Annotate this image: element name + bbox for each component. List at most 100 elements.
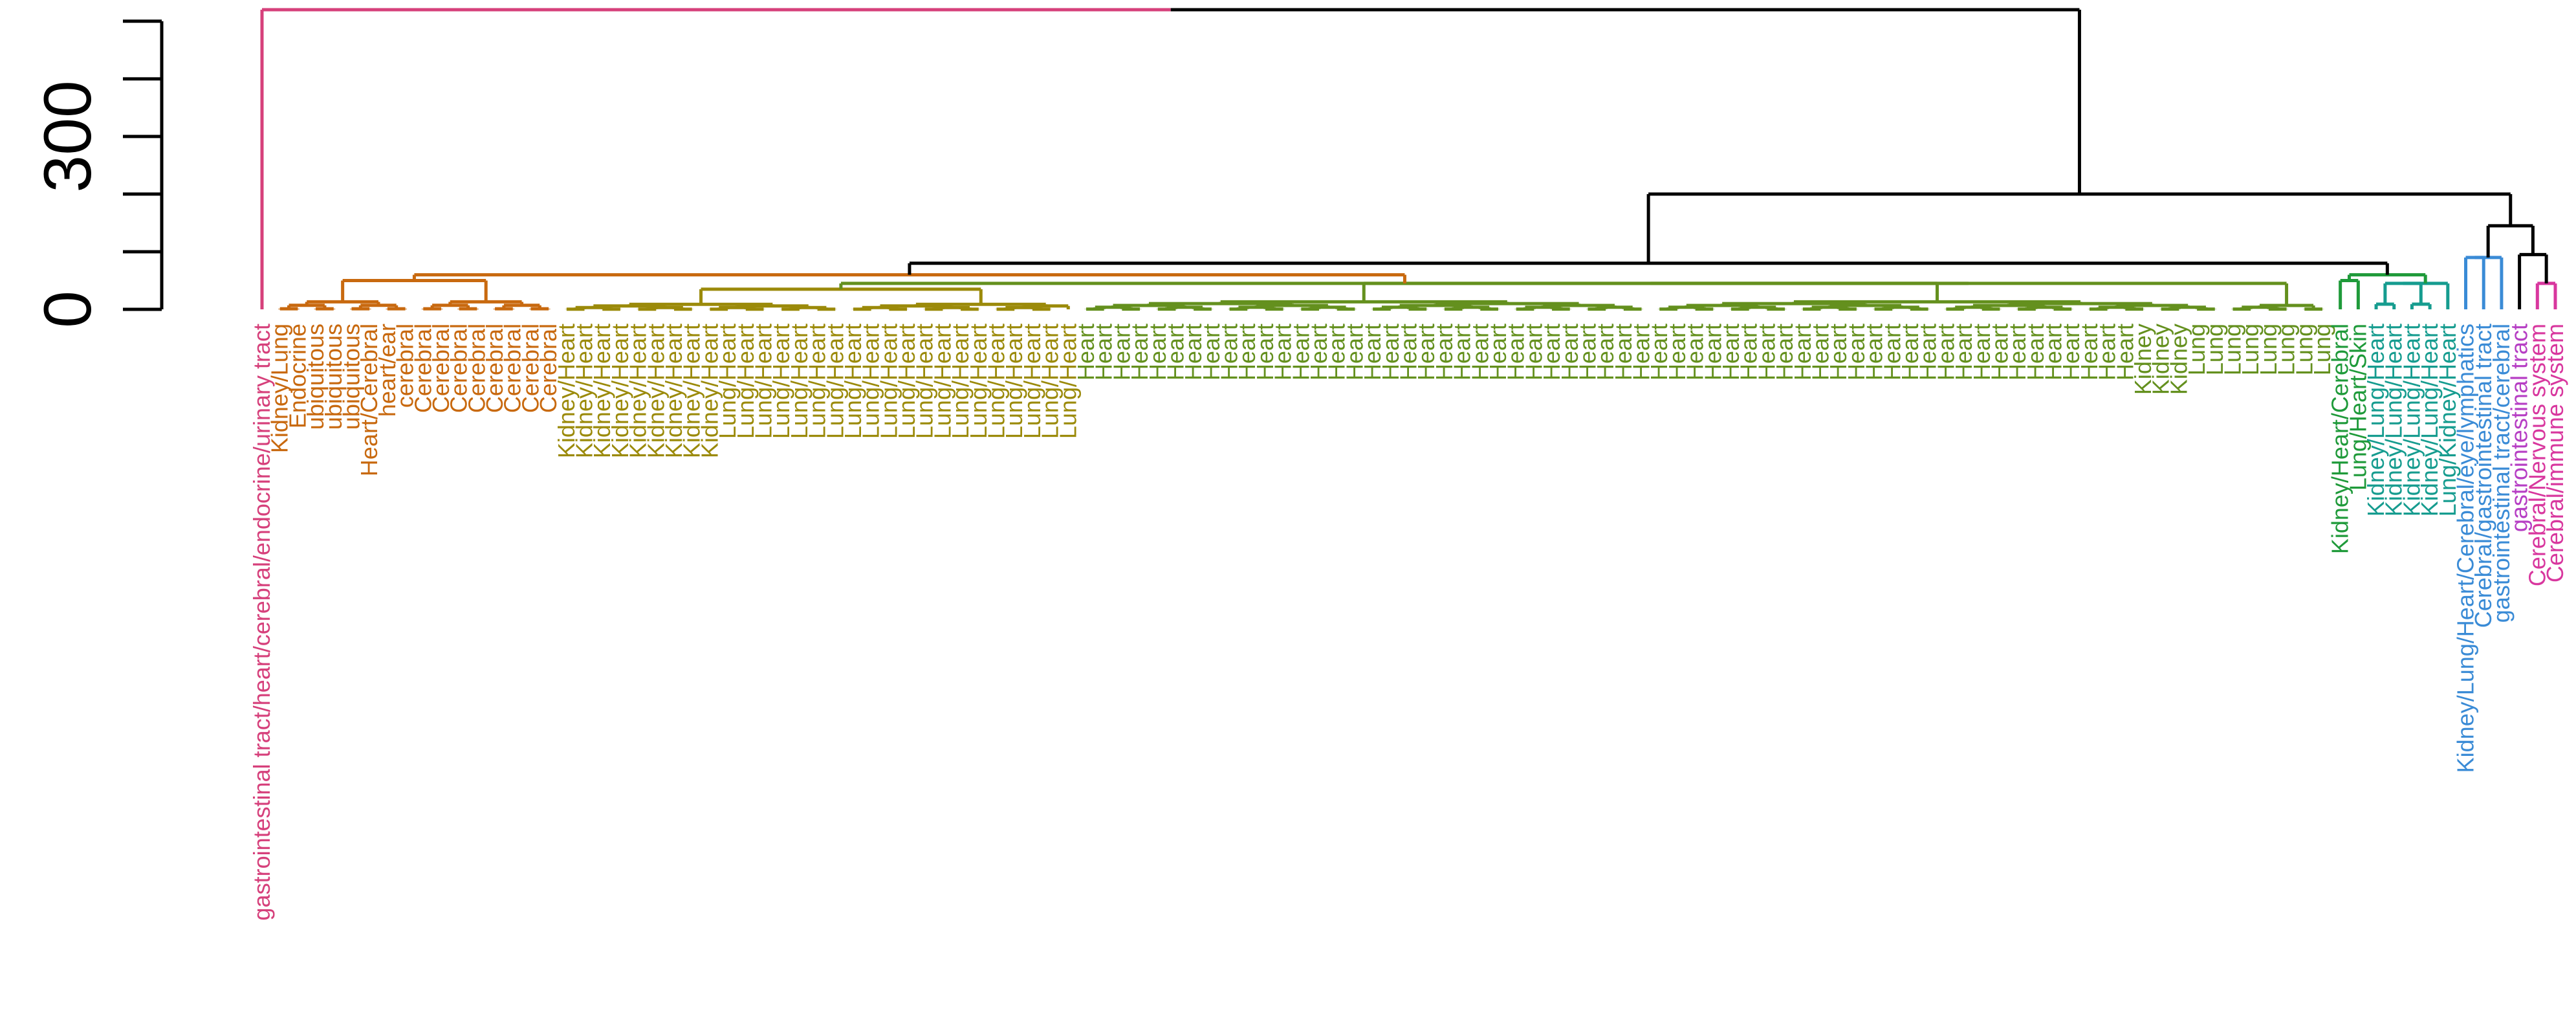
- leaf-label: Heart: [1485, 324, 1511, 381]
- leaf-label: gastrointestinal tract: [2506, 324, 2533, 532]
- leaf-label: Cerebral: [428, 324, 454, 413]
- leaf-label: Heart: [1986, 324, 2013, 381]
- leaf-label: Heart: [1950, 324, 1977, 381]
- leaf-label: Lung/Heart: [1019, 324, 1045, 439]
- leaf-label: Heart: [1664, 324, 1690, 381]
- leaf-label: Kidney/Lung/Heart: [2363, 324, 2389, 516]
- leaf-label: Heart: [1574, 324, 1600, 381]
- leaf-label: Heart: [1431, 324, 1457, 381]
- leaf-label: ubiquitous: [338, 324, 364, 430]
- leaf-label: Heart: [1771, 324, 1798, 381]
- leaf-label: Kidney/Heart: [553, 324, 580, 458]
- leaf-label: Kidney/Heart: [642, 324, 669, 458]
- leaf-label: Cerebral/Nervous system: [2524, 324, 2550, 586]
- leaf-label: cerebral: [392, 324, 419, 408]
- leaf-label: Kidney: [2130, 324, 2156, 395]
- leaf-label: Heart: [1287, 324, 1314, 381]
- leaf-label: Lung/Heart: [983, 324, 1010, 439]
- leaf-label: Heart: [1879, 324, 1905, 381]
- leaf-label: Lung/Heart: [965, 324, 992, 439]
- leaf-label: Heart: [1216, 324, 1243, 381]
- leaf-label: Heart: [2112, 324, 2138, 381]
- leaf-label: Cerebral: [499, 324, 526, 413]
- leaf-label: Lung/Heart: [804, 324, 831, 439]
- leaf-label: Lung/Heart: [893, 324, 920, 439]
- leaf-label: Heart: [1091, 324, 1117, 381]
- leaf-label: Lung: [2291, 324, 2317, 375]
- leaf-label: heart/ear: [374, 324, 400, 417]
- leaf-label: Cerebral: [535, 324, 562, 413]
- leaf-label: Heart: [2076, 324, 2102, 381]
- leaf-label: Heart: [1646, 324, 1672, 381]
- leaf-label: Heart: [1843, 324, 1870, 381]
- leaf-label: Heart: [1341, 324, 1368, 381]
- leaf-label: Heart: [1932, 324, 1959, 381]
- leaf-label: Heart: [1807, 324, 1833, 381]
- leaf-label: Cerebral/gastrointestinal tract: [2470, 324, 2496, 628]
- leaf-label: Heart: [1699, 324, 1726, 381]
- leaf-label: Heart: [1969, 324, 1995, 381]
- leaf-label: Heart: [1825, 324, 1851, 381]
- leaf-label: gastrointestinal tract/cerebral: [2488, 324, 2515, 623]
- leaf-label: Heart: [1467, 324, 1493, 381]
- leaf-label: Heart: [1144, 324, 1171, 381]
- leaf-label: Kidney: [2165, 324, 2192, 395]
- leaf-label: Heart: [1234, 324, 1260, 381]
- leaf-label: Heart/Cerebral: [356, 324, 382, 476]
- leaf-label: Lung/Heart/Skin: [2344, 324, 2371, 491]
- leaf-label: Heart: [2004, 324, 2031, 381]
- leaf-label: Lung/Heart: [875, 324, 902, 439]
- y-axis: 0 300: [30, 19, 164, 328]
- leaf-label: Kidney/Heart: [679, 324, 705, 458]
- leaf-label: Kidney/Lung/Heart: [2416, 324, 2443, 516]
- leaf-label: Heart: [1897, 324, 1923, 381]
- leaf-label: Cerebral: [409, 324, 436, 413]
- leaf-label: Heart: [1628, 324, 1655, 381]
- y-tick-label: 0: [30, 291, 105, 328]
- leaf-label: ubiquitous: [302, 324, 329, 430]
- leaf-label: Lung: [2219, 324, 2245, 375]
- leaf-label: Heart: [1126, 324, 1153, 381]
- leaf-label: Heart: [1073, 324, 1099, 381]
- leaf-label: Lung: [2183, 324, 2210, 375]
- leaf-label: Lung: [2237, 324, 2264, 375]
- leaf-label: Heart: [1270, 324, 1296, 381]
- leaf-label: Lung/Heart: [822, 324, 848, 439]
- y-tick-label: 300: [30, 80, 105, 193]
- leaf-label: Lung/Heart: [911, 324, 938, 439]
- leaf-label: Kidney/Heart: [589, 324, 615, 458]
- leaf-label: Lung/Heart: [1054, 324, 1081, 439]
- leaf-label: Lung/Heart: [786, 324, 813, 439]
- leaf-label: Heart: [1198, 324, 1225, 381]
- leaf-label: Heart: [1180, 324, 1206, 381]
- leaf-label: Heart: [1305, 324, 1332, 381]
- leaf-label: Heart: [1324, 324, 1350, 381]
- leaf-label: Lung/Heart: [947, 324, 974, 439]
- leaf-label: Lung/Heart: [1037, 324, 1064, 439]
- leaf-label: Heart: [1162, 324, 1188, 381]
- leaf-label: Lung/Heart: [732, 324, 759, 439]
- leaf-label: Heart: [1520, 324, 1547, 381]
- leaf-label: Kidney/Heart: [607, 324, 633, 458]
- leaf-label: Kidney: [2148, 324, 2174, 395]
- leaf-label: Heart: [1736, 324, 1762, 381]
- leaf-label: Lung/Heart: [768, 324, 794, 439]
- leaf-label: Heart: [1359, 324, 1386, 381]
- leaf-label: Heart: [1592, 324, 1619, 381]
- leaf-label: Heart: [1413, 324, 1439, 381]
- leaf-label: Heart: [1718, 324, 1744, 381]
- leaf-label: Heart: [2094, 324, 2121, 381]
- leaf-label: Kidney/Heart: [660, 324, 687, 458]
- leaf-label: Lung: [2273, 324, 2300, 375]
- leaf-label: Heart: [1915, 324, 1941, 381]
- leaf-label: Lung: [2201, 324, 2228, 375]
- leaf-label: Kidney/Heart: [571, 324, 598, 458]
- dendrogram-branches: [260, 8, 2557, 311]
- leaf-label: Kidney/Lung: [267, 324, 293, 453]
- leaf-label: Heart: [1538, 324, 1565, 381]
- leaf-label: Kidney/Heart: [625, 324, 651, 458]
- leaf-label: Kidney/Lung/Heart/Cerebral/eye/lymphatic…: [2452, 324, 2479, 773]
- leaf-label: Cerebral: [446, 324, 472, 413]
- leaf-label: Heart: [1610, 324, 1637, 381]
